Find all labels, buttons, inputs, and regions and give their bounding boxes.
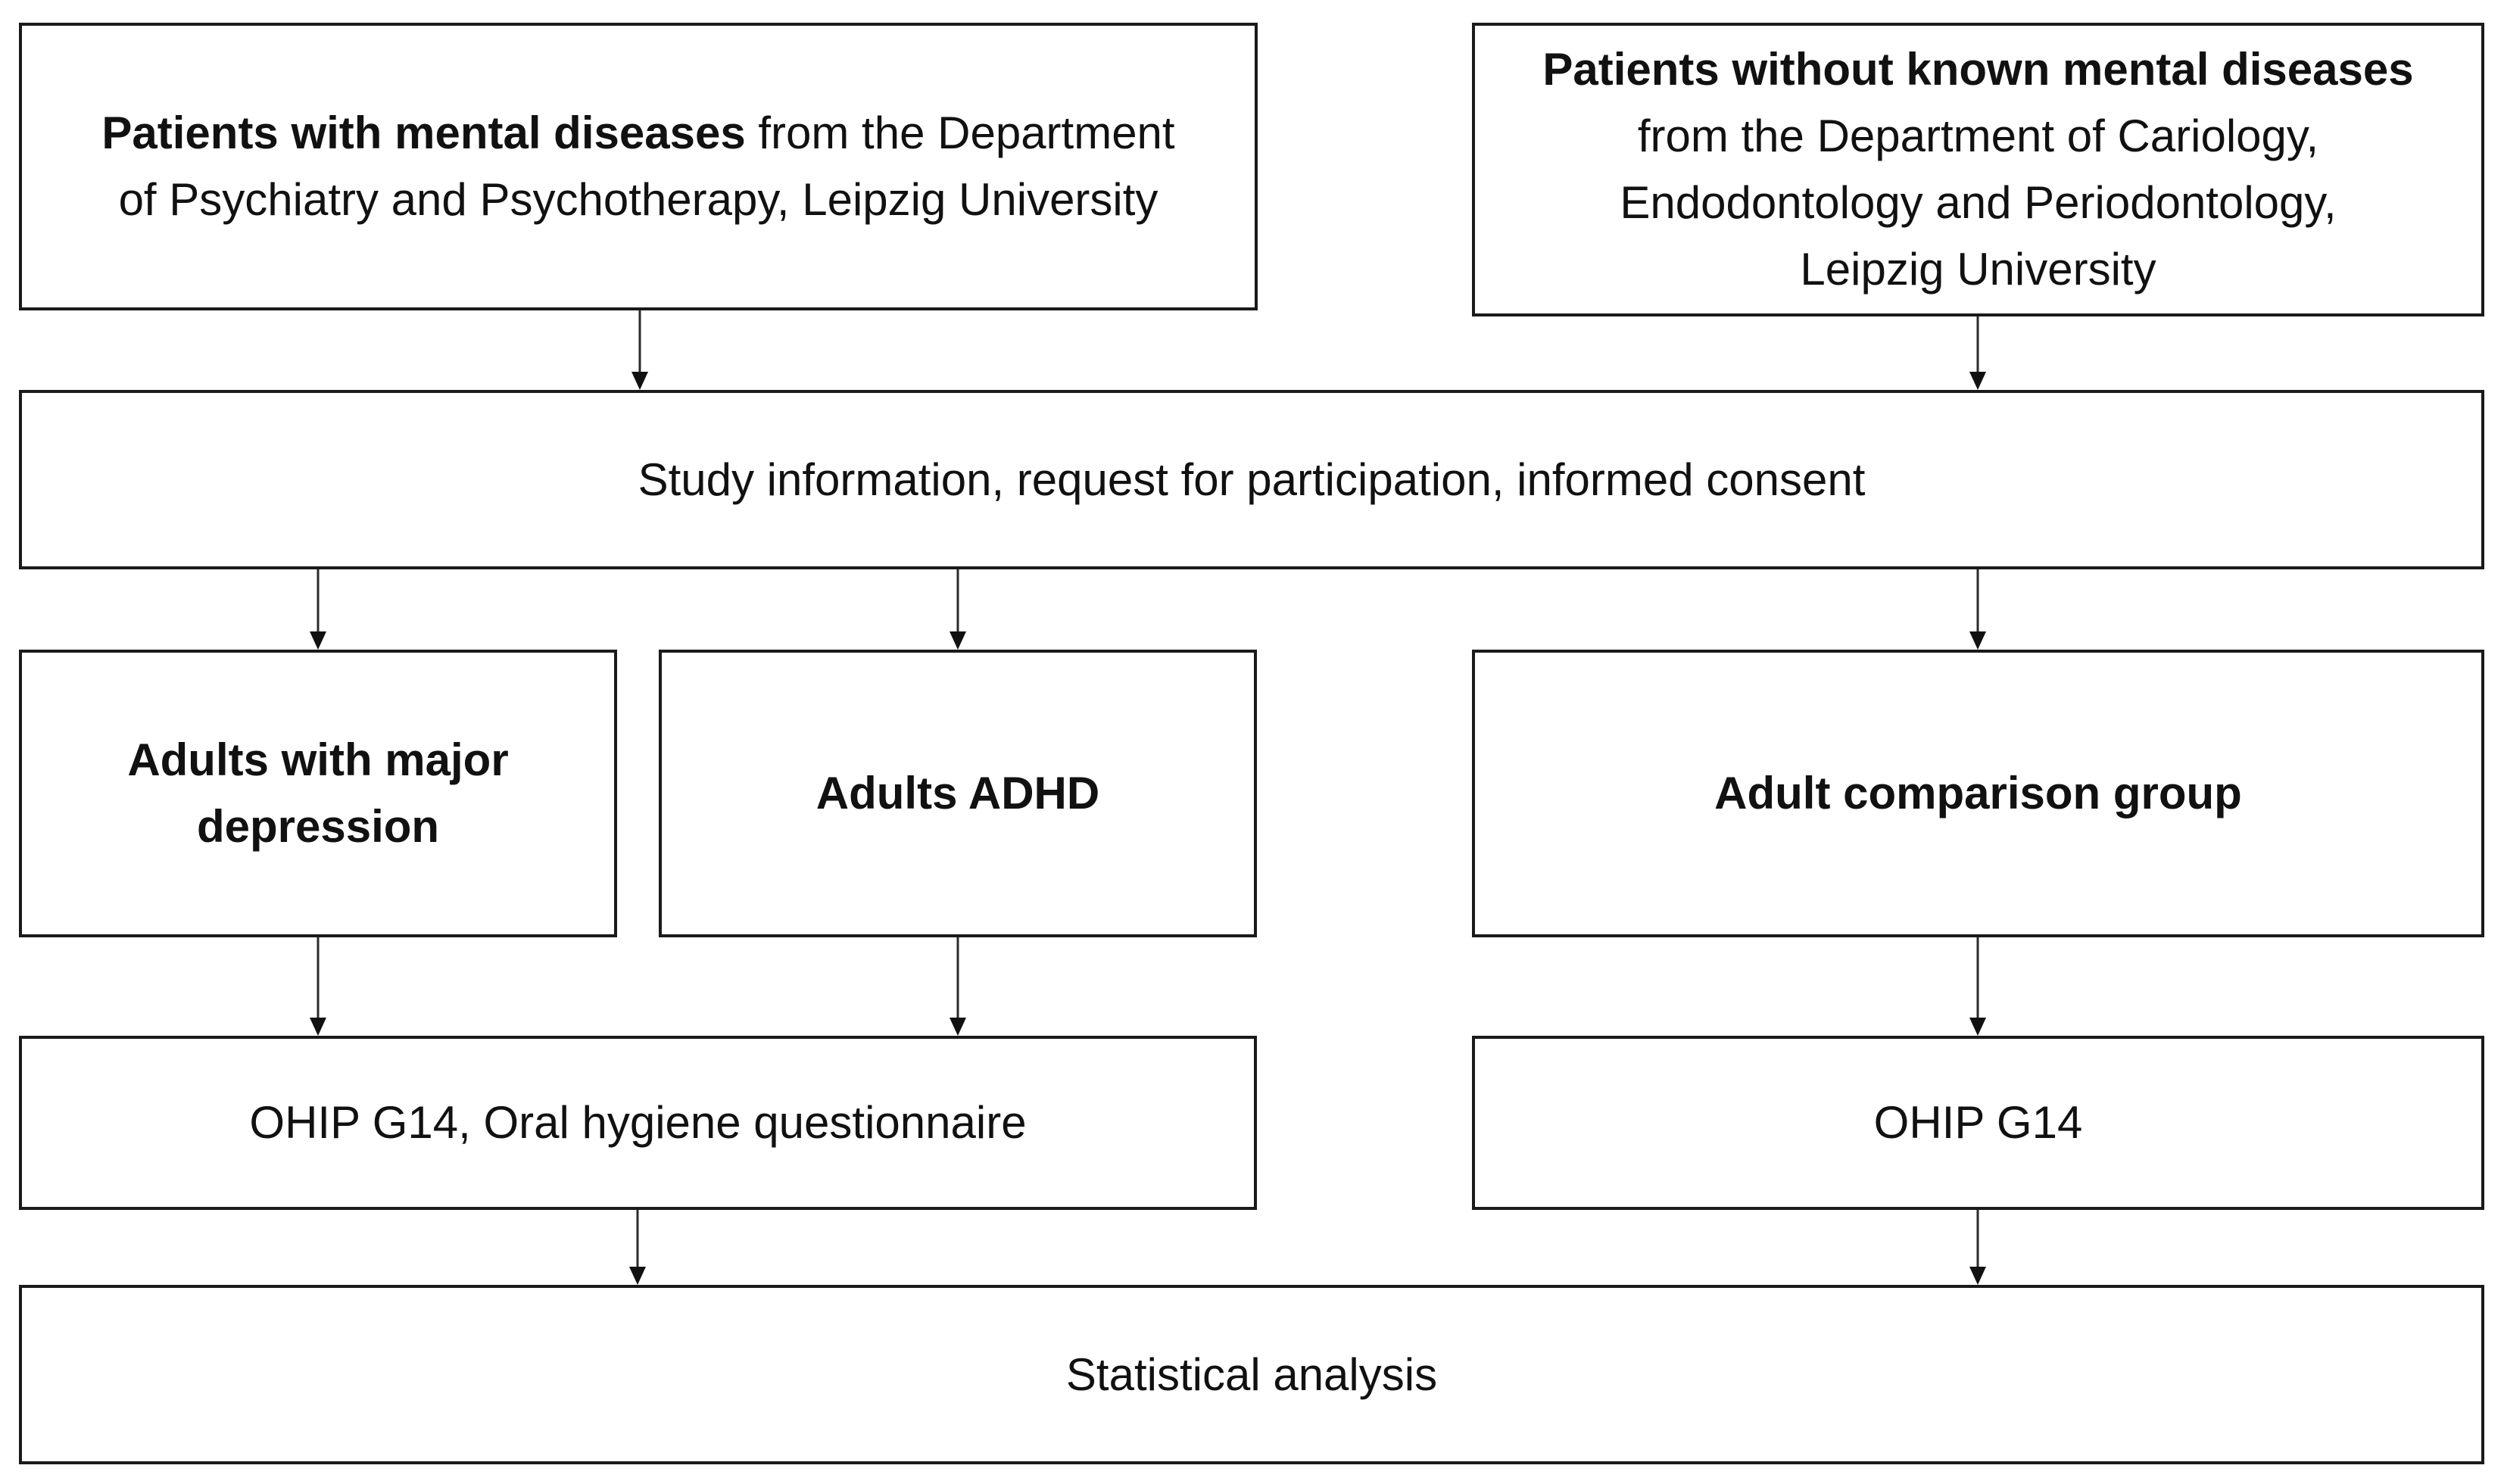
arrow-consent-to-depression — [309, 569, 327, 650]
arrow-shaft — [636, 1210, 639, 1268]
node-text-line: of Psychiatry and Psychotherapy, Leipzig… — [118, 174, 1158, 225]
arrow-shaft — [956, 937, 959, 1019]
arrow-ohip-right-to-statistics — [1969, 1210, 1987, 1285]
node-text: Adult comparison group — [1714, 768, 2242, 818]
arrow-ohip-left-to-statistics — [628, 1210, 647, 1285]
arrow-shaft — [638, 310, 641, 373]
node-text-line: Leipzig University — [1800, 244, 2156, 295]
arrow-down-icon — [629, 1267, 646, 1285]
arrow-shaft — [1976, 937, 1979, 1019]
arrow-shaft — [1976, 1210, 1979, 1268]
arrow-mental-to-consent — [631, 310, 649, 390]
arrow-adhd-to-ohip — [949, 937, 967, 1036]
node-adults-adhd: Adults ADHD — [659, 650, 1257, 937]
arrow-shaft — [956, 569, 959, 633]
arrow-without-mental-to-consent — [1969, 316, 1987, 390]
node-patients-with-mental-diseases: Patients with mental diseases from the D… — [19, 23, 1258, 310]
arrow-down-icon — [1969, 372, 1986, 390]
node-adult-comparison-group: Adult comparison group — [1472, 650, 2484, 937]
arrow-consent-to-adhd — [949, 569, 967, 650]
arrow-comparison-to-ohip — [1969, 937, 1987, 1036]
node-statistical-analysis: Statistical analysis — [19, 1285, 2484, 1464]
arrow-shaft — [317, 569, 320, 633]
node-text: OHIP G14 — [1873, 1097, 2083, 1148]
node-text-line: Adults with major — [127, 734, 509, 785]
node-text-block: Patients with mental diseases from the D… — [101, 100, 1174, 233]
node-adults-major-depression: Adults with major depression — [19, 650, 617, 937]
node-text: Statistical analysis — [1065, 1348, 1438, 1400]
node-text: OHIP G14, Oral hygiene questionnaire — [249, 1097, 1027, 1148]
node-text: Adults ADHD — [815, 768, 1100, 818]
arrow-down-icon — [631, 372, 648, 390]
arrow-down-icon — [1969, 1267, 1986, 1285]
arrow-down-icon — [1969, 1018, 1986, 1036]
node-study-information: Study information, request for participa… — [19, 390, 2484, 569]
node-patients-without-known-mental-diseases: Patients without known mental diseases f… — [1472, 23, 2484, 316]
arrow-down-icon — [950, 631, 966, 650]
node-ohip-oral-hygiene-questionnaire: OHIP G14, Oral hygiene questionnaire — [19, 1036, 1257, 1210]
node-text-block: Adults with major depression — [127, 727, 508, 860]
node-text-line: Endodontology and Periodontology, — [1620, 177, 2337, 228]
arrow-shaft — [1976, 569, 1979, 633]
node-text: Study information, request for participa… — [638, 454, 1866, 505]
arrow-down-icon — [310, 631, 326, 650]
arrow-down-icon — [950, 1018, 966, 1036]
node-text-block: Patients without known mental diseases f… — [1542, 36, 2413, 303]
node-text-line: depression — [196, 801, 440, 852]
arrow-depression-to-ohip — [309, 937, 327, 1036]
node-text-bold: Patients with mental diseases — [101, 108, 746, 158]
arrow-shaft — [1976, 316, 1979, 373]
node-text-line: Patients with mental diseases from the D… — [101, 100, 1174, 167]
arrow-shaft — [317, 937, 320, 1019]
node-text: from the Department — [745, 108, 1175, 158]
arrow-consent-to-comparison — [1969, 569, 1987, 650]
node-text-bold: Patients without known mental diseases — [1542, 44, 2414, 95]
node-text-line: from the Department of Cariology, — [1637, 111, 2319, 161]
arrow-down-icon — [310, 1018, 326, 1036]
arrow-down-icon — [1969, 631, 1986, 650]
node-ohip-g14: OHIP G14 — [1472, 1036, 2484, 1210]
